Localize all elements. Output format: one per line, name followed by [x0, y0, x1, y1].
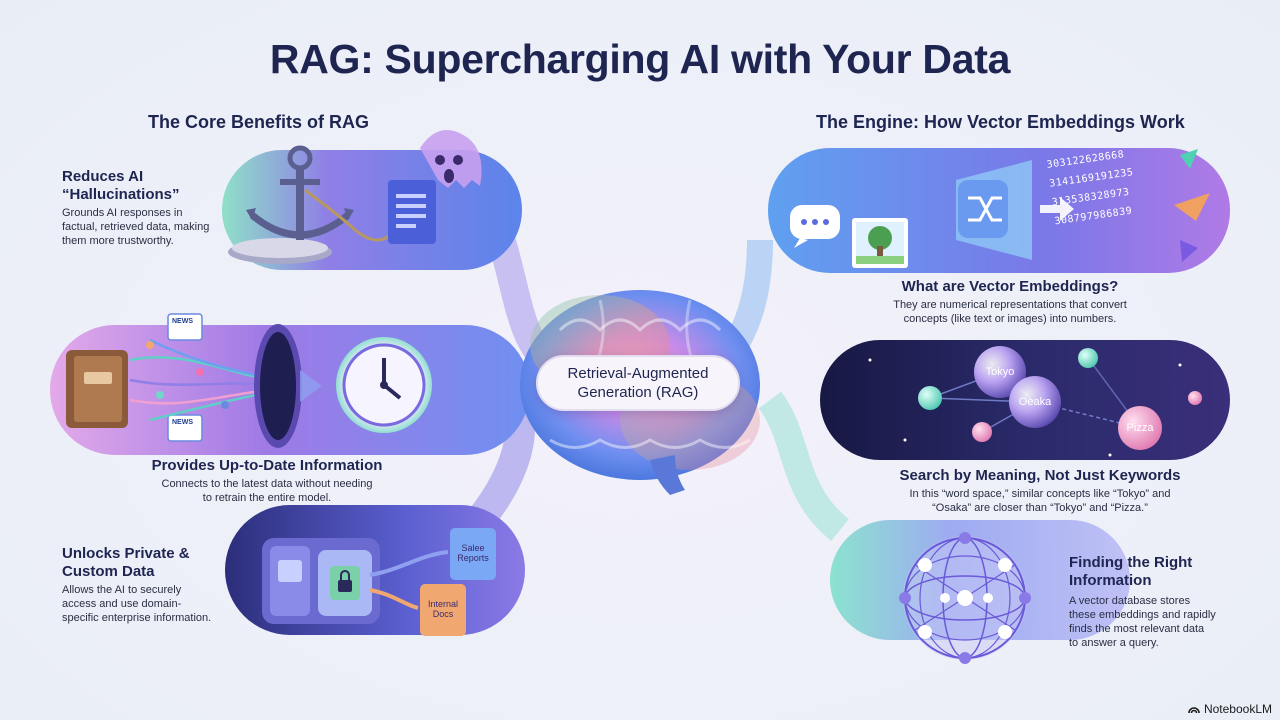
vault-icon [262, 538, 380, 624]
news-icon-bottom [167, 414, 203, 442]
finding-information-desc-line1: A vector database stores [1069, 595, 1191, 607]
bubble-tokyo: Tokyo [985, 366, 1015, 378]
benefit-hallucinations-desc-line3: them more trustworthy. [62, 235, 174, 247]
right-section-title: The Engine: How Vector Embeddings Work [816, 112, 1185, 132]
benefit-up-to-date-desc-line1: Connects to the latest data without need… [161, 478, 373, 490]
search-by-meaning: Search by Meaning, Not Just Keywords In … [850, 467, 1230, 515]
benefit-up-to-date-desc-line2: to retrain the entire model. [202, 492, 332, 504]
crystal-shapes [1174, 149, 1210, 262]
news-label-bottom: NEWS [172, 419, 193, 426]
finding-information-desc-line2: these embeddings and rapidly [1069, 609, 1216, 621]
finding-information-title-line2: Information [1069, 572, 1152, 589]
benefit-up-to-date-title: Provides Up-to-Date Information [151, 457, 383, 474]
center-rag-label: Retrieval-Augmented Generation (RAG) [536, 355, 740, 411]
funnel-icon [254, 324, 322, 448]
embedding-number-3: 313538328973 [1051, 186, 1131, 209]
ghost-icon [420, 130, 482, 188]
tree-image-icon [852, 218, 908, 268]
sales-reports-doc [450, 528, 496, 580]
internal-docs-label: Internal Docs [420, 599, 466, 619]
sales-reports-label-line1: Salee [461, 543, 485, 553]
benefit-hallucinations-title-line2: “Hallucinations” [62, 186, 180, 203]
benefit-hallucinations: Reduces AI “Hallucinations” Grounds AI r… [62, 168, 232, 248]
book-icon [66, 350, 128, 428]
benefit-private-data-desc-line1: Allows the AI to securely [62, 584, 182, 596]
search-by-meaning-desc-line1: In this “word space,” similar concepts l… [909, 488, 1171, 500]
benefit-private-data-title-line1: Unlocks Private & [62, 545, 190, 562]
internal-docs-doc [420, 584, 466, 636]
what-are-embeddings-desc-line1: They are numerical representations that … [893, 299, 1127, 311]
notebooklm-logo-icon [1188, 707, 1200, 714]
anchor-icon [228, 145, 397, 264]
news-icon-top [167, 313, 203, 341]
left-section-title: The Core Benefits of RAG [148, 112, 370, 132]
sales-reports-label-line2: Reports [457, 553, 489, 563]
embedding-numbers: 303122628668 3141169191235 313538328973 … [1046, 148, 1139, 227]
finding-information-desc-line4: to answer a query. [1069, 637, 1159, 649]
internal-docs-label-line1: Internal [427, 599, 459, 609]
internal-docs-label-line2: Docs [432, 609, 454, 619]
bubble-pizza: Pizza [1126, 422, 1154, 434]
news-label-top: NEWS [172, 318, 193, 325]
benefit-private-data: Unlocks Private & Custom Data Allows the… [62, 545, 232, 625]
search-by-meaning-desc-line2: “Osaka” are closer than “Tokyo” and “Piz… [932, 502, 1148, 514]
what-are-embeddings-title: What are Vector Embeddings? [901, 278, 1119, 295]
embedding-number-2: 3141169191235 [1048, 167, 1135, 190]
what-are-embeddings: What are Vector Embeddings? They are num… [860, 278, 1160, 326]
shuffle-icon [956, 160, 1074, 260]
benefit-hallucinations-desc-line1: Grounds AI responses in [62, 207, 183, 219]
benefit-private-data-title-line2: Custom Data [62, 563, 155, 580]
page-title: RAG: Supercharging AI with Your Data [269, 36, 1011, 82]
clock-icon [336, 337, 432, 433]
bubble-osaka: Oeaka [1018, 396, 1052, 408]
chat-bubble-icon [790, 205, 840, 248]
center-label-line2: Generation (RAG) [577, 384, 699, 401]
search-by-meaning-title: Search by Meaning, Not Just Keywords [899, 467, 1181, 484]
benefit-hallucinations-title-line1: Reduces AI [62, 168, 144, 185]
finding-information-desc-line3: finds the most relevant data [1069, 623, 1205, 635]
word-space-graph [868, 346, 1202, 457]
finding-information-title-line1: Finding the Right [1069, 554, 1193, 571]
center-label-line1: Retrieval-Augmented [567, 365, 709, 382]
benefit-up-to-date: Provides Up-to-Date Information Connects… [110, 457, 424, 505]
brand-name: NotebookLM [1203, 702, 1272, 716]
benefit-hallucinations-desc-line2: factual, retrieved data, making [62, 221, 210, 233]
finding-information: Finding the Right Information A vector d… [1069, 554, 1249, 650]
network-sphere-icon [899, 532, 1031, 664]
benefit-private-data-desc-line2: access and use domain- [62, 598, 182, 610]
sales-reports-label: Salee Reports [450, 543, 496, 563]
benefit-private-data-desc-line3: specific enterprise information. [62, 612, 212, 624]
brand-watermark: NotebookLM [1188, 702, 1272, 716]
what-are-embeddings-desc-line2: concepts (like text or images) into numb… [903, 313, 1117, 325]
document-icon [388, 180, 436, 244]
